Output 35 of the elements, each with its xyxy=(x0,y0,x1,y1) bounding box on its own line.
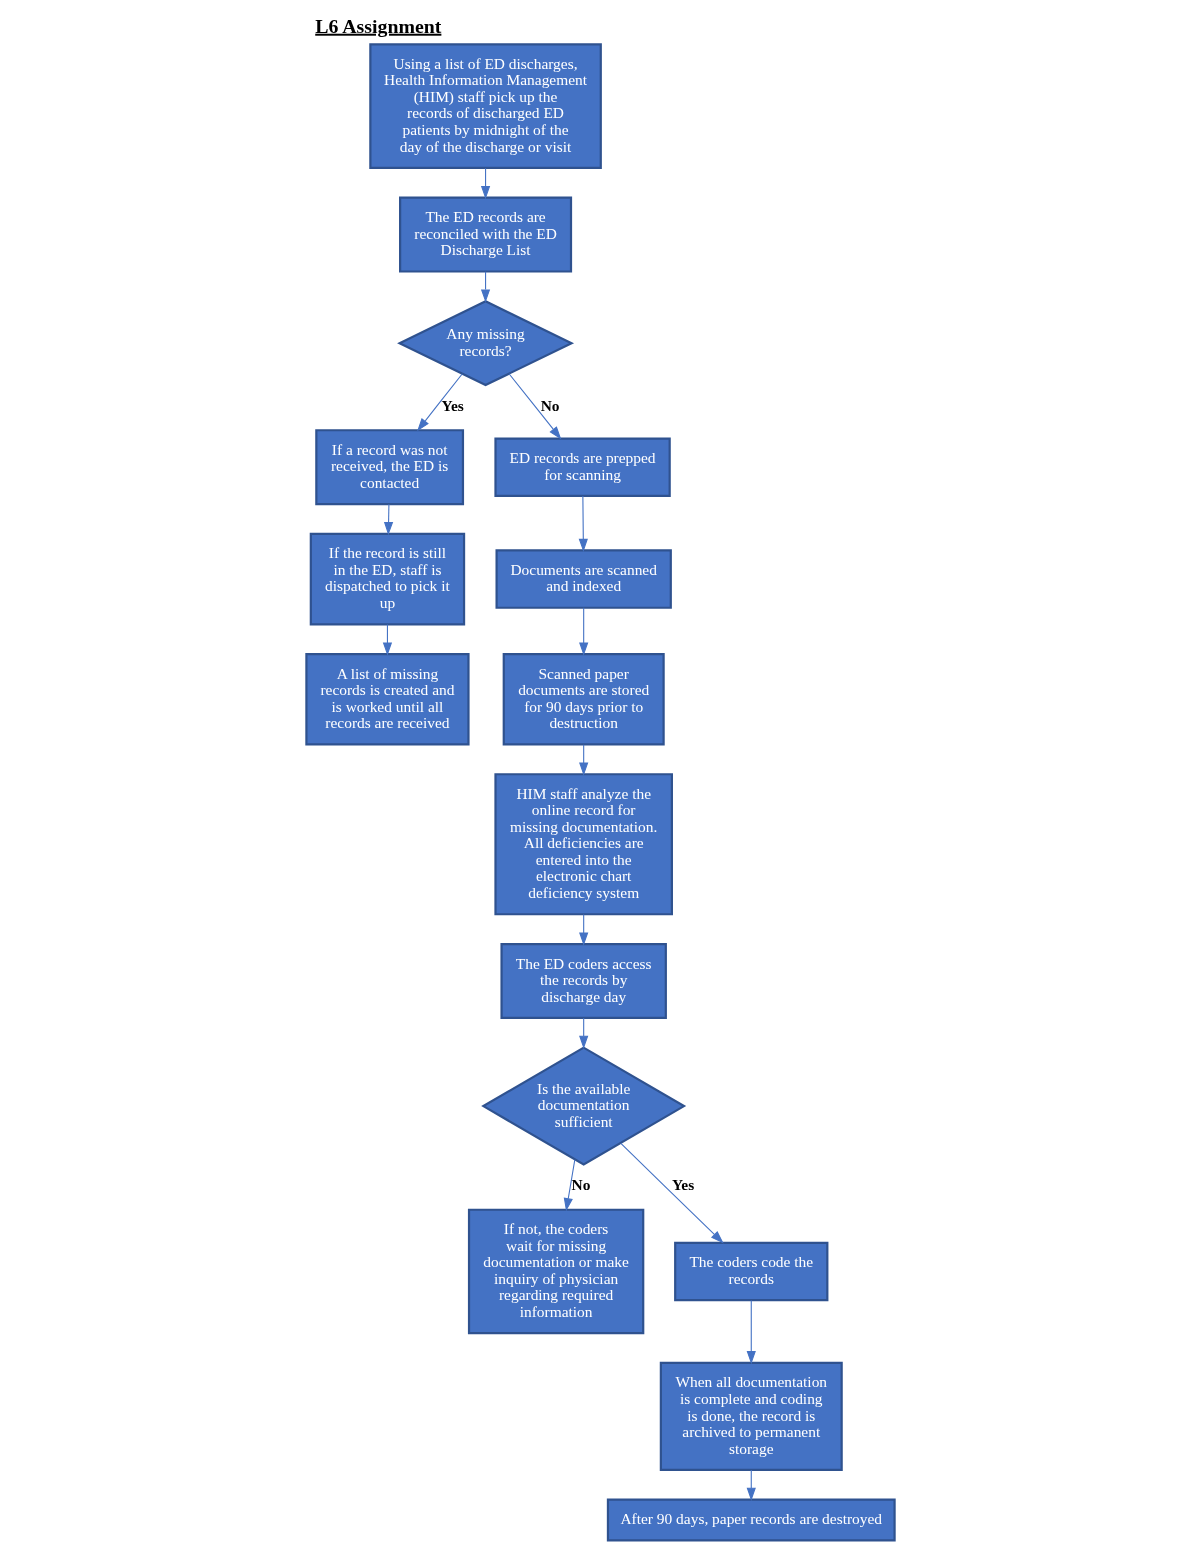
arrow xyxy=(578,1016,588,1049)
arrow xyxy=(382,623,392,656)
arrow xyxy=(619,1142,724,1243)
diagram-title: L6 Assignment xyxy=(314,14,441,37)
edge-label: No xyxy=(571,1175,590,1193)
node-diamond: Any missing records? xyxy=(396,299,574,386)
node-box: After 90 days, paper records are destroyed xyxy=(606,1498,896,1542)
arrow xyxy=(578,743,588,776)
arrow xyxy=(578,606,588,656)
node-diamond: Is the available documentation sufficient xyxy=(480,1045,686,1166)
arrow xyxy=(563,1158,575,1211)
node-box: If the record is still in the ED, staff is dispatched to pick it up xyxy=(309,532,465,625)
arrow xyxy=(578,913,588,946)
node-box: If a record was not received, the ED is contacted xyxy=(314,428,464,505)
arrow xyxy=(416,372,463,431)
node-box: The coders code the records xyxy=(673,1241,828,1301)
arrow xyxy=(383,503,393,535)
edge-label: No xyxy=(540,396,560,414)
arrow xyxy=(746,1469,756,1501)
node-box: Documents are scanned and indexed xyxy=(495,548,672,609)
arrow xyxy=(480,167,490,199)
arrow xyxy=(578,494,588,552)
node-box: When all documentation is complete and coding is done, the record is archived to permanent storage xyxy=(659,1361,843,1471)
node-box: If not, the coders wait for missing documentation or make inquiry of physician regarding required information xyxy=(467,1208,644,1334)
arrow xyxy=(508,372,561,439)
node-box: The ED records are reconciled with the ED Discharge List xyxy=(398,196,572,273)
arrow xyxy=(746,1299,756,1364)
node-box: HIM staff analyze the online record for missing documentation. All deficiencies are entered into the electronic chart deficiency system xyxy=(493,772,673,915)
node-box: Scanned paper documents are stored for 90 days prior to destruction xyxy=(502,652,665,746)
node-box: A list of missing records is created and is worked until all records are received xyxy=(304,652,470,746)
node-box: ED records are prepped for scanning xyxy=(493,436,671,497)
node-box: The ED coders access the records by discharge day xyxy=(499,942,667,1019)
edge-label: Yes xyxy=(671,1175,694,1193)
node-box: Using a list of ED discharges, Health Information Management (HIM) staff pick up the records of discharged ED patients by midnight of the day of the discharge or visit xyxy=(368,42,602,169)
edge-label: Yes xyxy=(440,396,464,414)
